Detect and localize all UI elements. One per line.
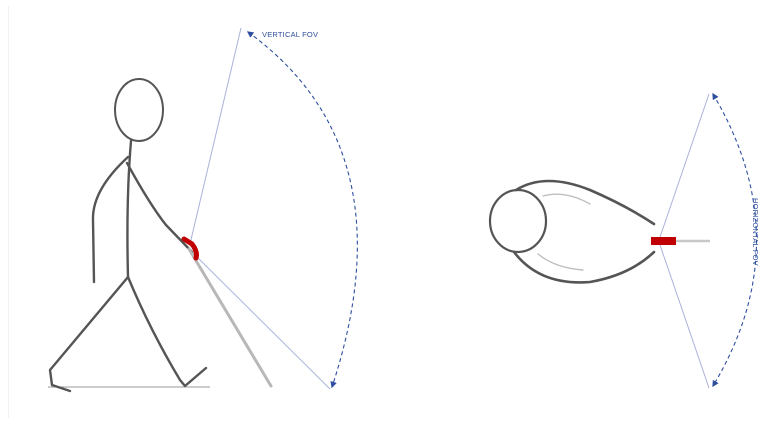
person-back-arm <box>91 155 130 284</box>
person-torso <box>126 139 133 279</box>
horizontal-fov-arc <box>712 92 758 388</box>
frame-edge <box>8 6 9 418</box>
top-view-sensor <box>651 237 676 245</box>
walking-person <box>48 78 208 393</box>
vertical-fov-label: VERTICAL FOV <box>262 30 318 39</box>
cane-sensor <box>181 236 199 261</box>
top-view-upper-shoulder <box>514 179 656 226</box>
top-view-lower-arm <box>537 253 584 271</box>
person-front-leg <box>126 275 208 388</box>
side-view: VERTICAL FOV <box>48 27 358 393</box>
person-head <box>114 78 164 142</box>
white-cane <box>187 247 273 388</box>
top-view-person <box>488 179 656 284</box>
horizontal-fov-label: HORIZONTAL FOV <box>751 198 760 266</box>
person-front-arm <box>125 161 194 254</box>
vertical-fov-upper-ray <box>189 27 242 245</box>
horizontal-fov-upper-ray <box>658 93 710 241</box>
top-view: HORIZONTAL FOV <box>488 92 760 389</box>
horizontal-fov-lower-ray <box>658 241 710 389</box>
top-view-head <box>488 188 548 254</box>
person-back-leg <box>48 275 130 393</box>
top-view-upper-arm <box>542 193 591 205</box>
top-view-lower-shoulder <box>512 250 656 284</box>
vertical-fov-arc <box>246 31 358 389</box>
